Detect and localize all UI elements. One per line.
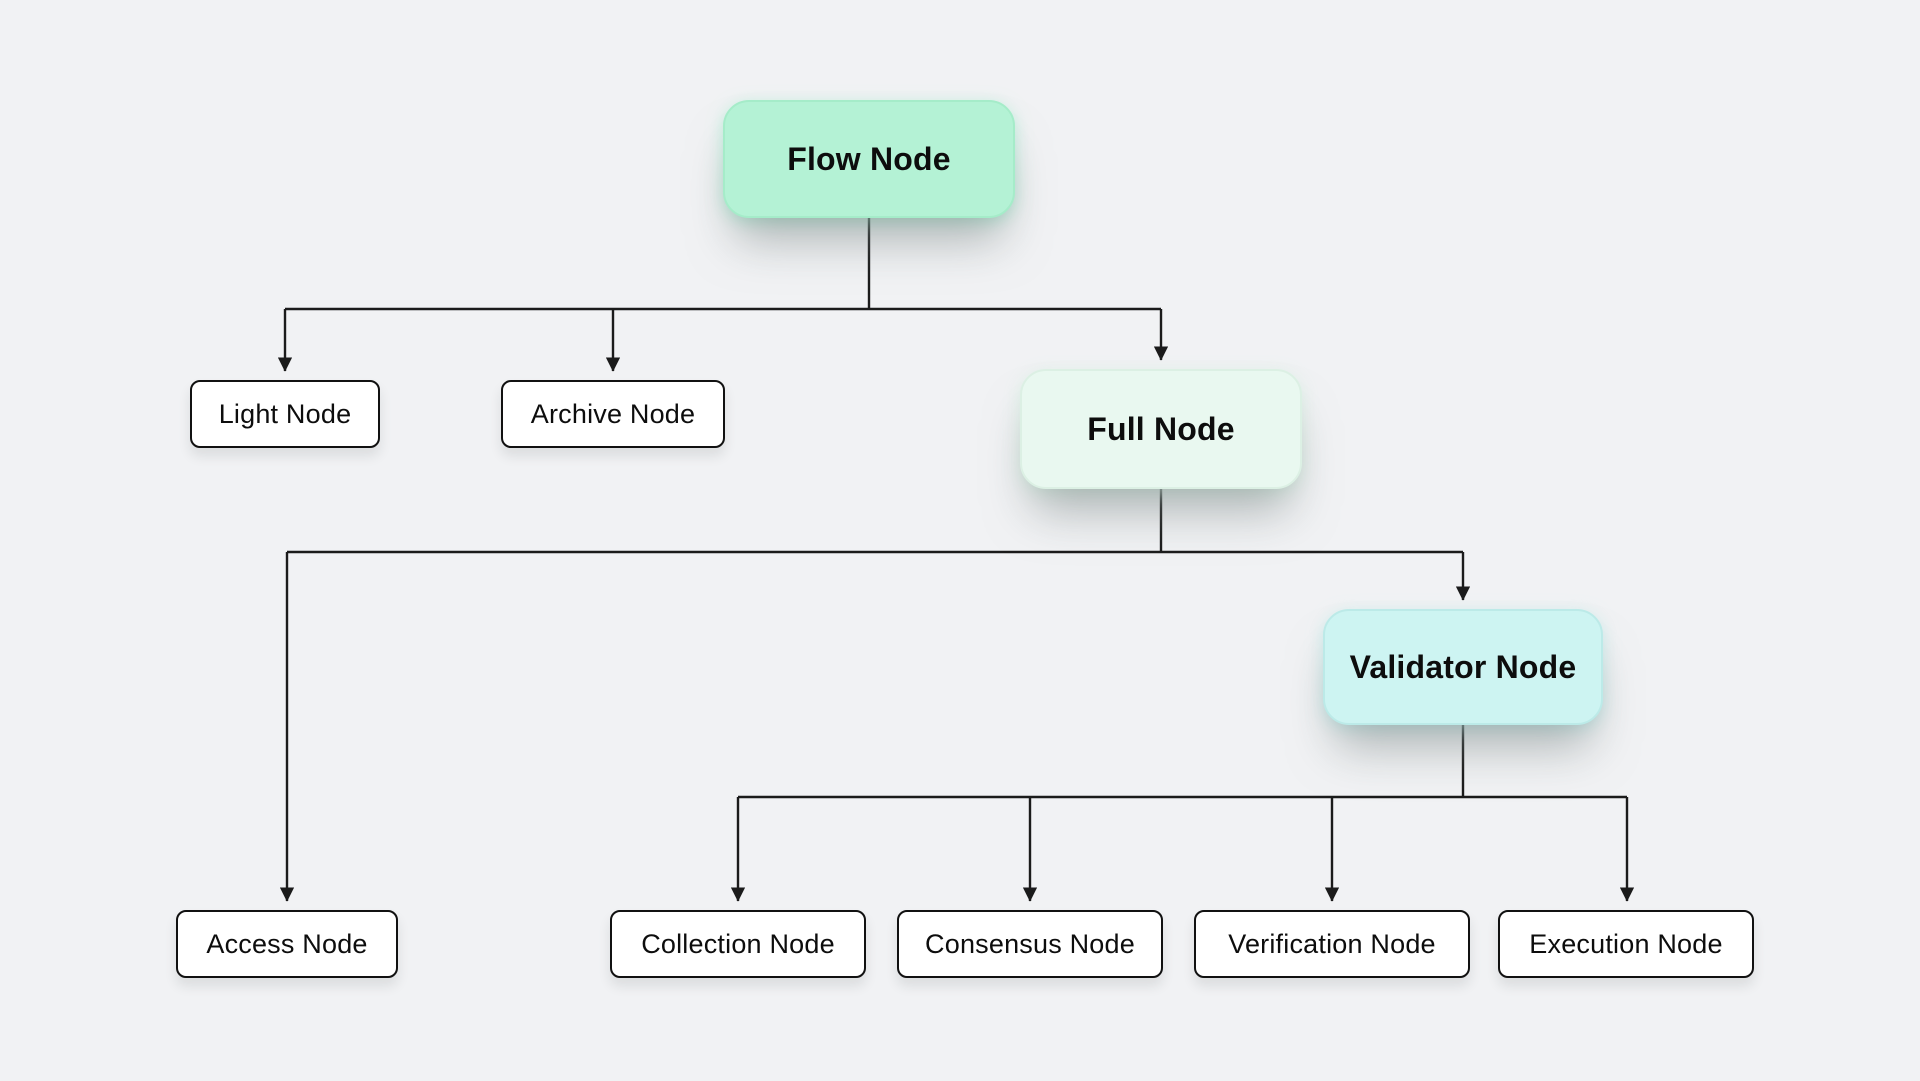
diagram-node-verification: Verification Node <box>1194 910 1470 978</box>
node-label-access: Access Node <box>206 928 368 959</box>
diagram-node-light: Light Node <box>190 380 380 448</box>
node-label-execution: Execution Node <box>1529 928 1723 959</box>
diagram-node-consensus: Consensus Node <box>897 910 1163 978</box>
node-label-validator: Validator Node <box>1349 648 1577 685</box>
diagram-node-archive: Archive Node <box>501 380 725 448</box>
node-label-consensus: Consensus Node <box>925 928 1135 959</box>
diagram-node-validator: Validator Node <box>1323 609 1603 725</box>
node-label-full: Full Node <box>1087 410 1235 447</box>
diagram-node-execution: Execution Node <box>1498 910 1754 978</box>
node-label-verification: Verification Node <box>1228 928 1436 959</box>
node-label-archive: Archive Node <box>530 398 696 429</box>
diagram-node-full: Full Node <box>1020 369 1302 489</box>
diagram-node-access: Access Node <box>176 910 398 978</box>
node-label-light: Light Node <box>218 398 352 429</box>
diagram-node-flow: Flow Node <box>723 100 1015 218</box>
node-label-collection: Collection Node <box>641 928 835 959</box>
diagram-node-collection: Collection Node <box>610 910 866 978</box>
node-label-flow: Flow Node <box>787 140 951 177</box>
